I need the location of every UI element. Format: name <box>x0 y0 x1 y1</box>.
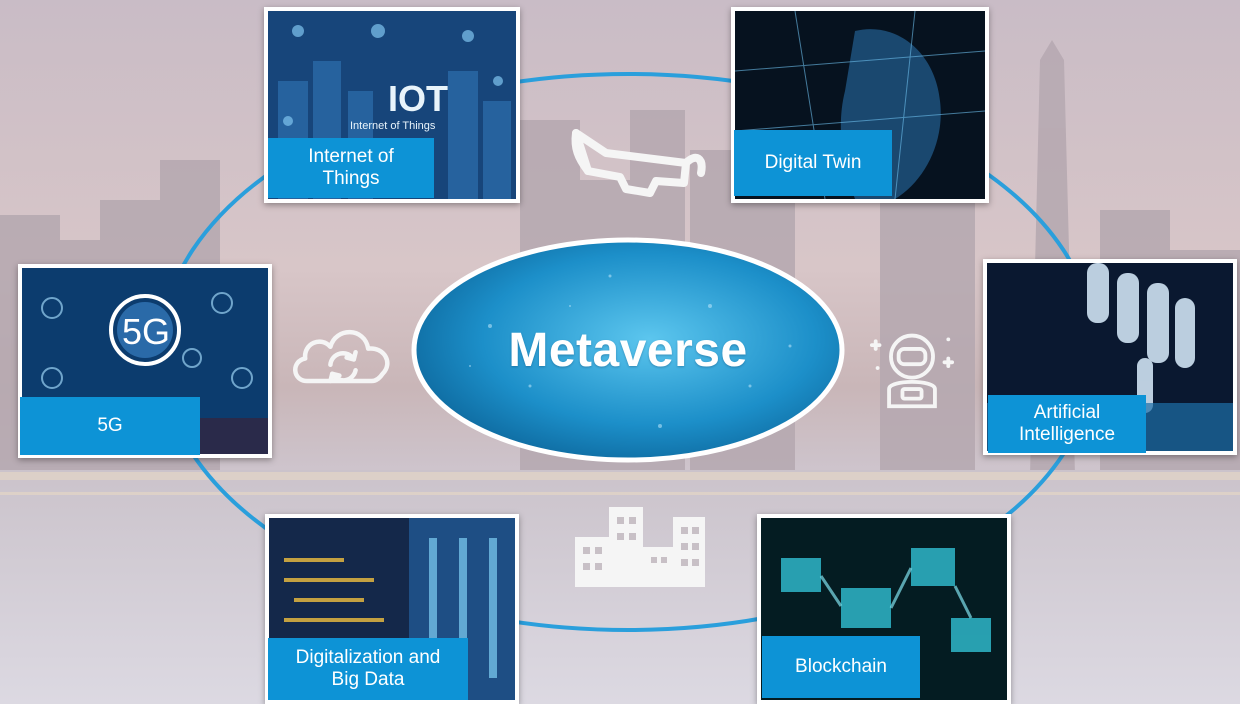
node-label-ai: Artificial Intelligence <box>988 395 1146 453</box>
node-label-digital-twin: Digital Twin <box>734 130 892 196</box>
iot-image-text: IOT <box>388 78 448 119</box>
metaverse-center-node <box>411 237 845 463</box>
cloud-sync-icon <box>293 330 390 384</box>
center-title: Metaverse <box>508 323 748 377</box>
node-label-blockchain: Blockchain <box>762 636 920 698</box>
5g-image-text: 5G <box>122 311 170 352</box>
city-buildings-icon <box>575 507 705 587</box>
iot-image-subtext: Internet of Things <box>350 120 436 132</box>
vr-glasses-icon <box>571 129 706 197</box>
node-label-iot: Internet of Things <box>268 138 434 198</box>
astronaut-icon <box>869 333 955 409</box>
node-label-big-data: Digitalization and Big Data <box>268 638 468 700</box>
node-label-5g: 5G <box>20 397 200 455</box>
